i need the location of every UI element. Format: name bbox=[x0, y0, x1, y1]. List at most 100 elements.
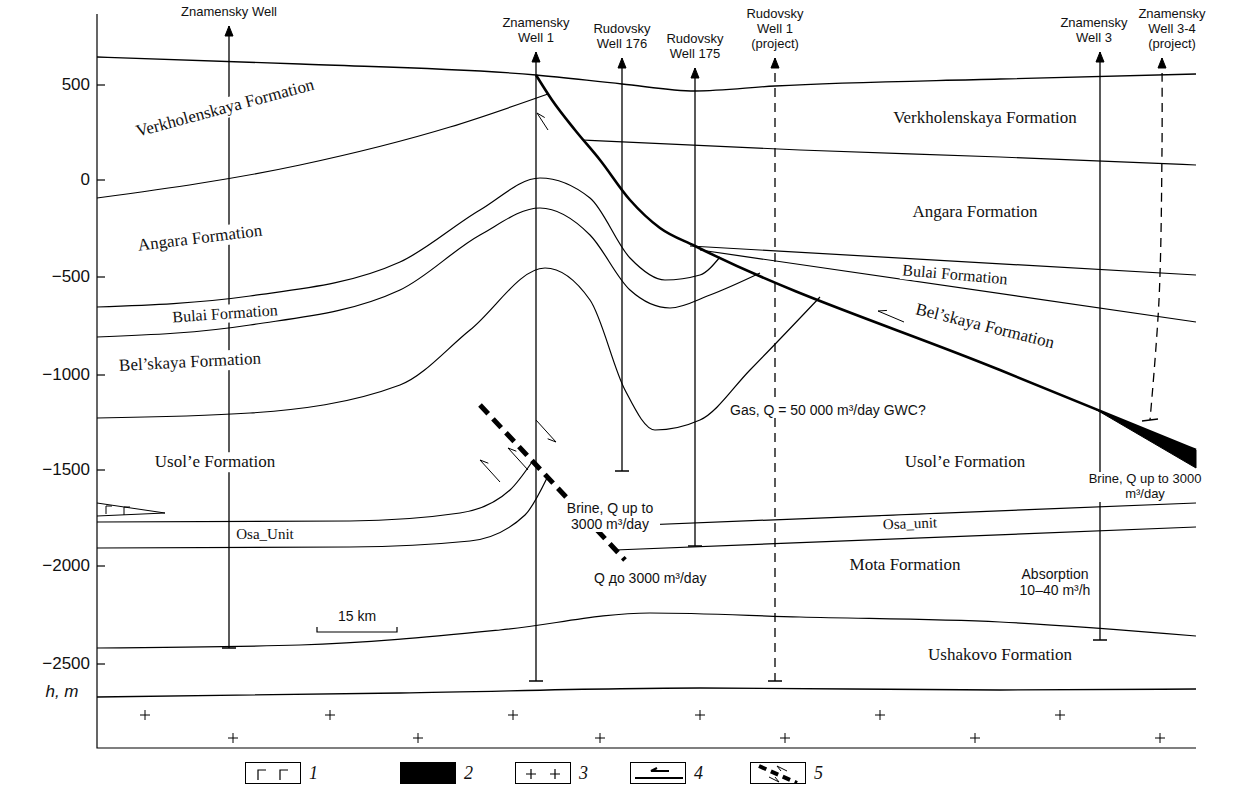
trap-sill bbox=[97, 503, 165, 516]
well-head-arrow bbox=[532, 52, 540, 62]
axis-frame bbox=[97, 14, 1196, 748]
legend-sample-line bbox=[526, 769, 560, 779]
legend-item: 5 bbox=[750, 762, 840, 784]
axis-tick bbox=[97, 374, 105, 375]
formation-boundary bbox=[97, 478, 547, 548]
basement-cross bbox=[325, 710, 335, 720]
formation-boundary bbox=[583, 140, 1196, 165]
formation-name: Bel’skaya Formation bbox=[912, 299, 1059, 353]
basement-cross bbox=[875, 710, 885, 720]
well-bottom bbox=[1093, 639, 1107, 641]
formation-name: Verkholenskaya Formation bbox=[891, 108, 1079, 128]
fault-motion-arrow bbox=[536, 420, 556, 442]
deep-fault bbox=[480, 405, 625, 560]
well-bottom bbox=[688, 545, 702, 547]
well-bore bbox=[621, 58, 622, 471]
unit-name: Osa_Unit bbox=[234, 526, 296, 543]
formation-name: Verkholenskaya Formation bbox=[132, 74, 318, 141]
legend-sample bbox=[516, 763, 570, 783]
well-label: Znamensky Well bbox=[179, 5, 279, 20]
formation-name: Mota Formation bbox=[848, 555, 963, 575]
legend-item: 1 bbox=[245, 762, 335, 784]
well-label: Znamensky Well 1 bbox=[497, 16, 575, 46]
well-head-arrow bbox=[691, 68, 699, 78]
well-bottom bbox=[1142, 419, 1158, 421]
legend-item: 2 bbox=[400, 762, 490, 784]
formation-name: Bulai Formation bbox=[170, 301, 280, 327]
basement-cross bbox=[1155, 733, 1165, 743]
fault-motion-arrow bbox=[480, 460, 500, 482]
formation-name: Angara Formation bbox=[910, 202, 1039, 222]
legend-sample bbox=[631, 763, 685, 783]
legend-sample-arrow bbox=[769, 766, 787, 782]
ground-surface bbox=[97, 57, 1196, 91]
basement-cross bbox=[780, 733, 790, 743]
formation-name: Usol’e Formation bbox=[903, 452, 1027, 472]
basement-cross bbox=[413, 733, 423, 743]
basement-cross bbox=[695, 710, 705, 720]
axis-tick bbox=[97, 565, 105, 566]
axis-value: −2000 bbox=[40, 556, 92, 576]
scale-bar bbox=[317, 627, 397, 632]
basement-cross bbox=[228, 733, 238, 743]
fault-motion-arrow bbox=[878, 310, 904, 322]
basement-cross bbox=[595, 733, 605, 743]
well-bottom bbox=[615, 470, 629, 472]
legend-item: 4 bbox=[630, 762, 720, 784]
axis-tick bbox=[97, 663, 105, 664]
fault-motion-arrow bbox=[537, 113, 548, 130]
flow-note: Brine, Q up to 3000 m³/day bbox=[1080, 472, 1210, 502]
well-head-arrow bbox=[225, 26, 233, 36]
flow-note: Q до 3000 m³/day bbox=[592, 570, 708, 586]
well-head-arrow bbox=[771, 58, 779, 68]
formation-boundary bbox=[97, 94, 548, 198]
formation-name: Bulai Formation bbox=[900, 261, 1011, 289]
legend-swatch bbox=[245, 762, 301, 784]
well-label: Rudovsky Well 176 bbox=[583, 22, 661, 52]
legend-item: 3 bbox=[515, 762, 605, 784]
flow-note: Brine, Q up to 3000 m³/day bbox=[560, 500, 660, 532]
scale-label: 15 km bbox=[336, 608, 378, 624]
well-head-arrow bbox=[1096, 52, 1104, 62]
well-bore bbox=[228, 26, 229, 648]
well-label: Rudovsky Well 175 bbox=[656, 32, 734, 62]
well-bore bbox=[774, 58, 775, 681]
legend-swatch bbox=[400, 762, 456, 784]
legend-sample-line bbox=[258, 770, 288, 780]
well-label: Znamensky Well 3 bbox=[1055, 16, 1133, 46]
legend-number: 1 bbox=[309, 762, 399, 784]
fault-motion-arrow bbox=[508, 448, 528, 470]
axis-value: −2500 bbox=[40, 654, 92, 674]
brine-layer bbox=[1095, 409, 1196, 468]
axis-value: 500 bbox=[60, 75, 92, 95]
formation-boundary bbox=[97, 268, 820, 430]
basement-top bbox=[97, 688, 1196, 697]
axis-value: −1000 bbox=[40, 365, 92, 385]
basement-cross bbox=[1055, 710, 1065, 720]
axis-tick bbox=[97, 179, 105, 180]
axis-tick bbox=[97, 276, 105, 277]
legend-sample-line bbox=[759, 766, 797, 783]
well-head-arrow bbox=[618, 58, 626, 68]
basement-cross bbox=[140, 710, 150, 720]
well-bore bbox=[1150, 58, 1162, 420]
axis-tick bbox=[97, 84, 105, 85]
legend-sample bbox=[751, 763, 805, 783]
basement-cross bbox=[508, 710, 518, 720]
formation-name: Usol’e Formation bbox=[153, 452, 277, 472]
axis-tick bbox=[97, 469, 105, 470]
well-head-arrow bbox=[1158, 58, 1166, 68]
flow-note: Absorption 10–40 m³/h bbox=[1015, 566, 1095, 598]
unit-name: Osa_unit bbox=[881, 514, 940, 533]
formation-name: Angara Formation bbox=[135, 220, 266, 255]
axis-unit: h, m bbox=[43, 682, 80, 702]
well-bore bbox=[694, 68, 695, 546]
legend-swatch bbox=[750, 762, 806, 784]
legend-sample-line bbox=[635, 768, 683, 778]
legend-number: 5 bbox=[814, 762, 904, 784]
legend-swatch bbox=[630, 762, 686, 784]
thrust-fault bbox=[536, 75, 1196, 450]
trap-sign bbox=[106, 506, 130, 515]
